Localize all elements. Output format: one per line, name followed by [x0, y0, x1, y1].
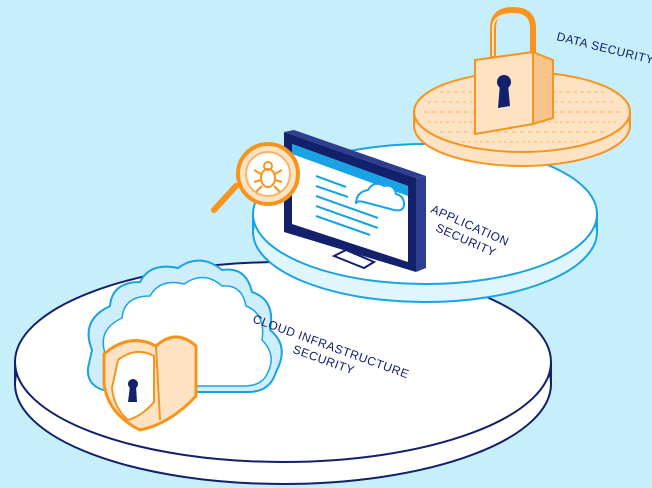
data-security-label: DATA SECURITY	[555, 29, 652, 67]
bug-icon	[253, 161, 283, 193]
magnifier-icon	[211, 142, 300, 213]
monitor-icon	[284, 130, 426, 272]
padlock-icon	[474, 6, 554, 136]
shield-lock-icon	[102, 335, 198, 432]
cloud-icon	[355, 182, 406, 212]
